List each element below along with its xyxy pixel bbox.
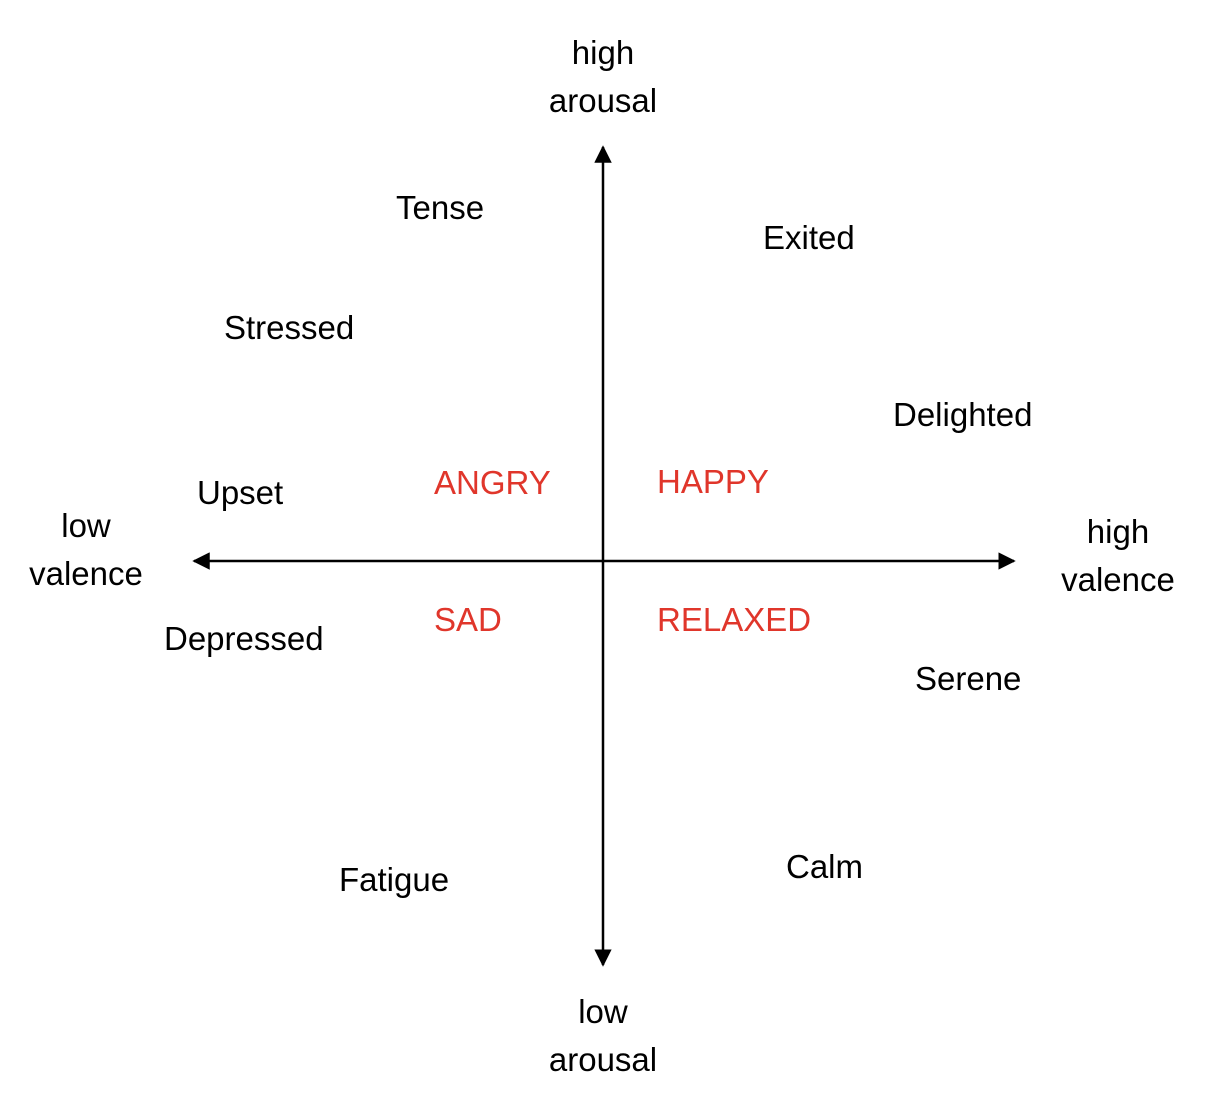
emotion-label-stressed: Stressed	[224, 309, 355, 346]
quadrant-label-relaxed: RELAXED	[657, 601, 812, 638]
emotion-label-depressed: Depressed	[164, 620, 324, 657]
axis-label-high-arousal: high arousal	[548, 34, 658, 119]
emotion-label-calm: Calm	[786, 848, 864, 885]
emotion-label-upset: Upset	[197, 474, 284, 511]
quadrant-label-sad: SAD	[434, 601, 502, 638]
quadrant-label-happy: HAPPY	[657, 463, 769, 500]
axis-label-low-valence: low valence	[29, 507, 143, 592]
emotion-label-serene: Serene	[915, 660, 1022, 697]
quadrant-label-angry: ANGRY	[434, 464, 551, 501]
axis-label-low-arousal: low arousal	[548, 993, 658, 1078]
emotion-label-fatigue: Fatigue	[339, 861, 450, 898]
emotion-label-exited: Exited	[763, 219, 855, 256]
axis-label-high-valence: high valence	[1061, 513, 1175, 598]
emotion-label-tense: Tense	[396, 189, 485, 226]
emotion-label-delighted: Delighted	[893, 396, 1033, 433]
